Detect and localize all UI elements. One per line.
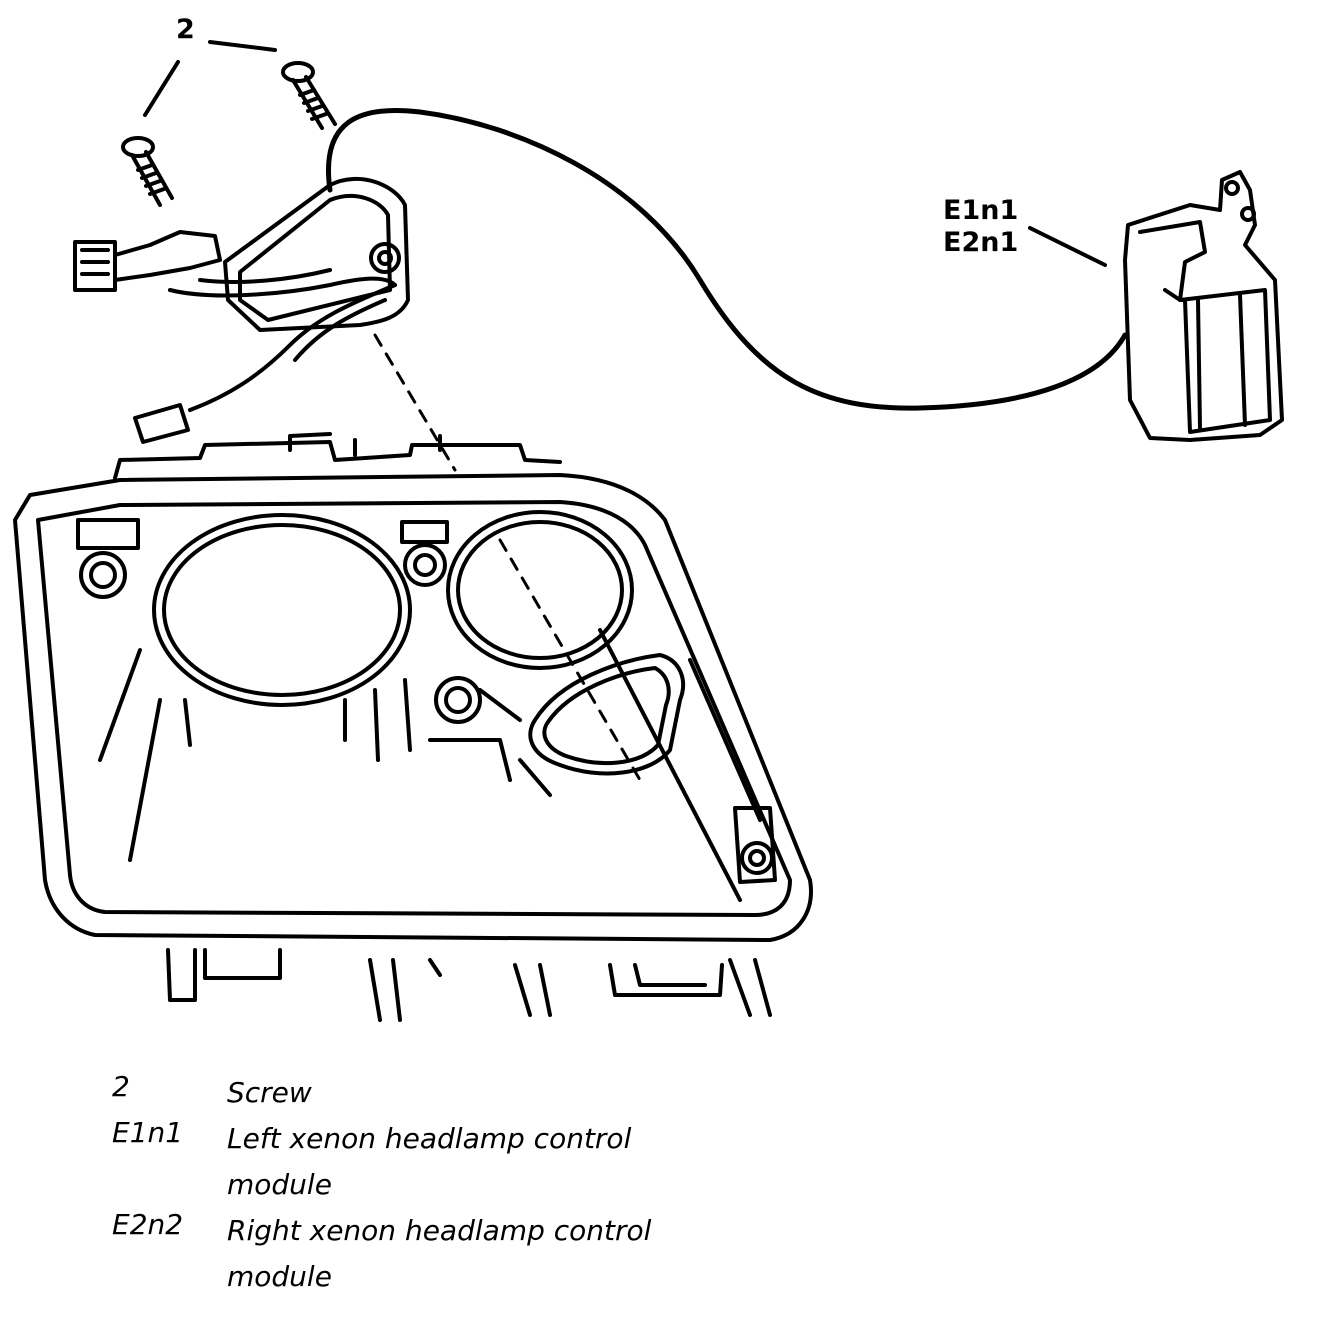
legend-code: E1n1 bbox=[112, 1116, 184, 1149]
screw-left bbox=[121, 136, 174, 207]
screw-right bbox=[281, 61, 337, 130]
legend-description: Left xenon headlamp control module bbox=[227, 1116, 707, 1208]
legend-description: Screw bbox=[227, 1070, 707, 1116]
screw-leader-lines bbox=[143, 40, 277, 117]
legend-code: 2 bbox=[112, 1070, 130, 1103]
assembly-dashed-line bbox=[373, 333, 642, 782]
legend-desc-line: module bbox=[227, 1260, 332, 1293]
cable bbox=[326, 107, 1128, 411]
control-module bbox=[1028, 170, 1284, 442]
mounting-tabs bbox=[166, 948, 772, 1022]
legend-desc-line: Left xenon headlamp control bbox=[227, 1122, 632, 1155]
callout-module-line2: E2n1 bbox=[943, 227, 1019, 259]
ignitor-connector bbox=[73, 230, 397, 298]
legend-desc-line: module bbox=[227, 1168, 332, 1201]
legend-desc-line: Screw bbox=[227, 1076, 312, 1109]
callout-screw: 2 bbox=[176, 14, 195, 45]
legend-code: E2n2 bbox=[112, 1208, 184, 1241]
callout-module-line1: E1n1 bbox=[943, 195, 1019, 226]
callout-control-module: E1n1 E2n1 bbox=[943, 195, 1018, 260]
headlamp-housing bbox=[13, 432, 813, 942]
ignitor-housing bbox=[223, 176, 410, 332]
legend-desc-line: Right xenon headlamp control bbox=[227, 1214, 652, 1247]
legend-description: Right xenon headlamp control module bbox=[227, 1208, 707, 1300]
small-connector bbox=[133, 283, 397, 444]
